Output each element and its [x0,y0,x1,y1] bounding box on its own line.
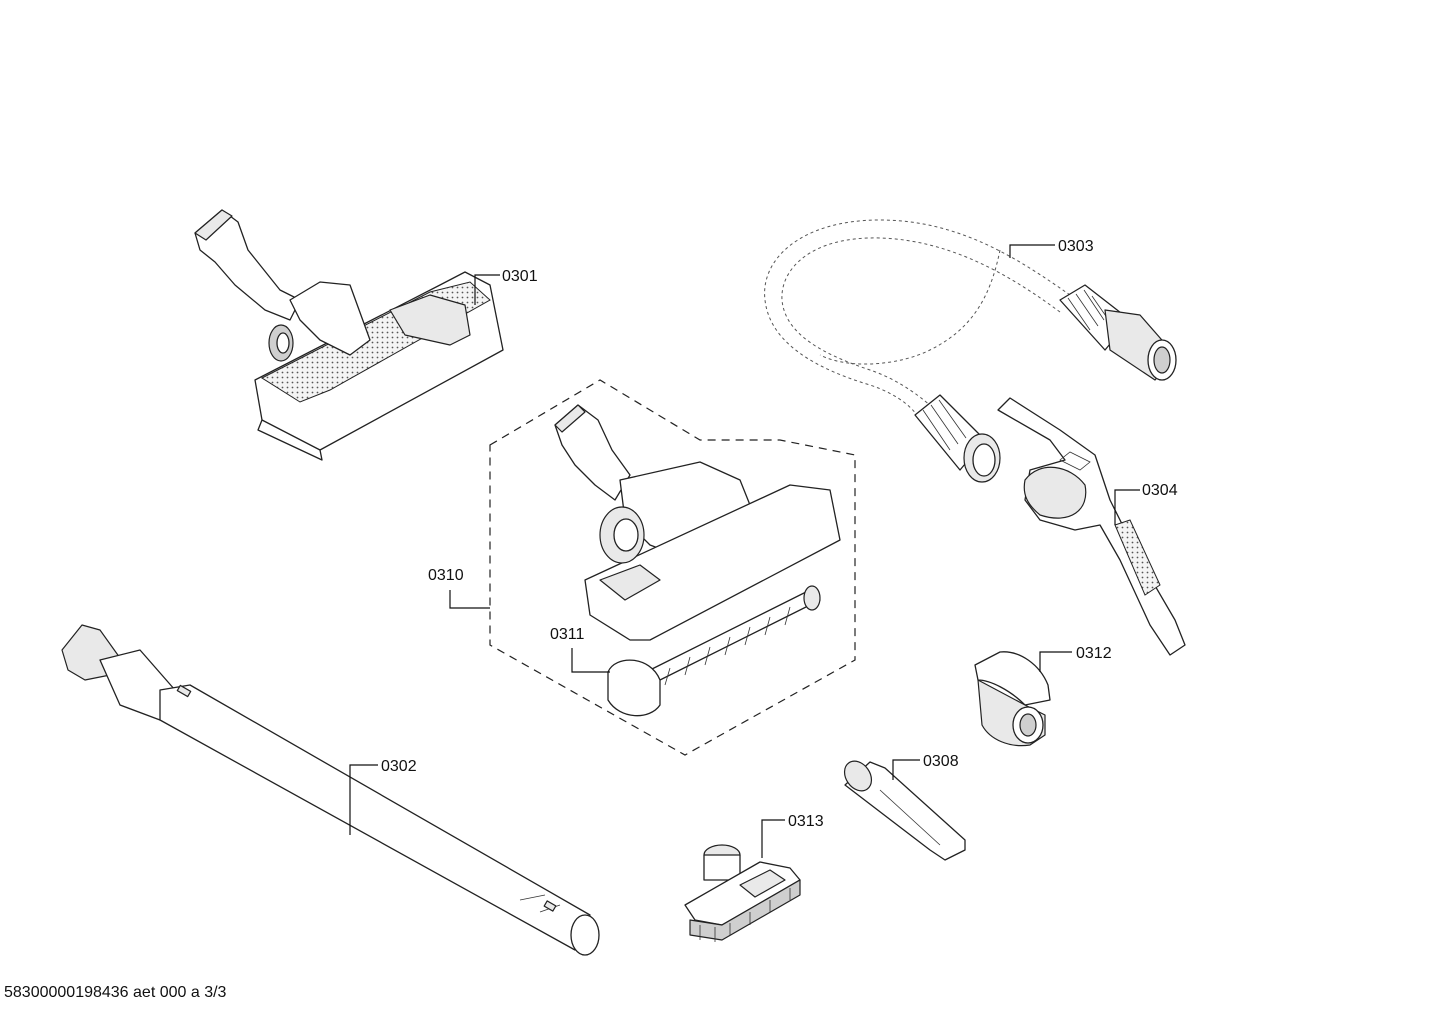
suction-hose-0303 [764,219,1177,483]
label-0308: 0308 [923,753,959,770]
label-0301: 0301 [502,268,538,285]
leader-lines [349,244,1140,858]
tool-holder-0312 [974,651,1051,747]
label-0302: 0302 [381,758,417,775]
label-0312: 0312 [1076,645,1112,662]
label-0304: 0304 [1142,482,1178,499]
hose-handle-0304 [997,397,1186,656]
floor-nozzle-0301 [194,209,504,461]
brush-roller-0311 [607,585,821,717]
turbo-brush-0310 [489,379,856,756]
label-0310: 0310 [428,567,464,584]
telescopic-tube-0302 [61,624,600,956]
label-0311: 0311 [550,626,585,643]
drawing-reference-footer: 58300000198436 aet 000 a 3/3 [4,984,227,1001]
crevice-tool-0308 [843,760,966,861]
label-0313: 0313 [788,813,824,830]
label-0303: 0303 [1058,238,1094,255]
upholstery-brush-0313 [684,844,801,942]
